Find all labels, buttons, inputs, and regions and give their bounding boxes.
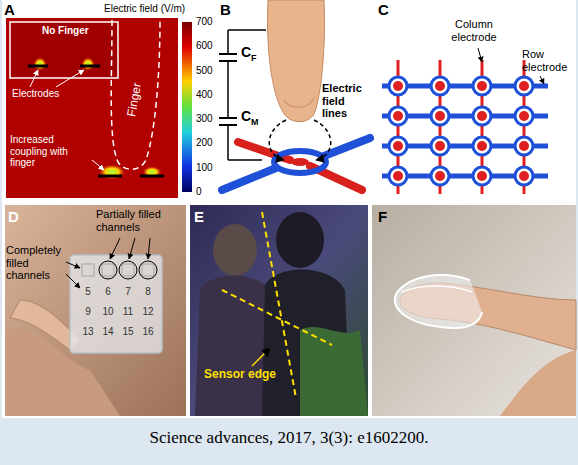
electrode-ring [431,137,449,155]
electrode-ring [431,77,449,95]
electrode-ring [431,167,449,185]
capacitor-subscript: M [251,117,259,127]
electrode-ring [473,107,491,125]
panel-letter: C [378,1,389,18]
electrode-dot [477,81,487,91]
edge-label: Sensor edge [204,368,276,382]
electrode-ring [389,167,407,185]
electrode-dot [519,171,529,181]
channel-number: 12 [140,306,156,318]
caption: Science advances, 2017, 3(3): e1602200. [0,428,578,448]
electrode-dot [393,111,403,121]
channel-number: 9 [80,306,96,318]
capacitor-subscript: F [251,53,257,63]
electrode-dot [519,81,529,91]
channel-number: 7 [120,286,136,298]
electrode-dot [477,111,487,121]
electrode-dot [393,171,403,181]
electrode-ring [515,77,533,95]
electrode-ring [389,137,407,155]
panel-letter: F [378,208,387,225]
tick-label: 200 [196,137,213,149]
panel-letter: E [194,208,204,225]
tick-label: 600 [196,40,213,52]
channel-number: 6 [100,286,116,298]
channel-number: 16 [140,326,156,338]
capacitor-symbol: C [241,108,251,124]
electrode-ring [515,167,533,185]
callout-label: Row electrode [522,48,576,73]
axis-title: Electric field (V/m) [104,3,185,15]
callout-label: Partially filled channels [96,208,180,233]
part-label: Increased coupling with finger [10,134,92,169]
electrode-ring [473,167,491,185]
electrode-dot [519,111,529,121]
callout-label: Electric field lines [322,82,372,120]
electrode-dot [435,111,445,121]
electrode-ring [389,77,407,95]
panel-letter: A [4,1,15,18]
electrode-dot [477,141,487,151]
electrode-ring [389,107,407,125]
tick-label: 700 [196,16,213,28]
tick-label: 500 [196,65,213,77]
callout-label: Completely filled channels [6,244,66,282]
panel-letter: B [220,1,231,18]
channel-number: 13 [80,326,96,338]
channel-number: 11 [120,306,136,318]
electrode-ring [473,137,491,155]
tick-label: 100 [196,162,213,174]
part-label: Electrodes [12,88,59,100]
electrode-dot [435,81,445,91]
tick-label: 300 [196,113,213,125]
electrode-dot [393,141,403,151]
channel-number: 10 [100,306,116,318]
channel-number: 15 [120,326,136,338]
electrode-dot [393,81,403,91]
electrode-dot [477,171,487,181]
electrode-dot [519,141,529,151]
electrode-ring [515,107,533,125]
channel-number: 14 [100,326,116,338]
tick-label: 400 [196,89,213,101]
tick-label: 0 [196,186,202,198]
capacitor-symbol: C [241,44,251,60]
inset-label: No Finger [42,25,89,37]
electrode-dot [435,171,445,181]
electrode-ring [431,107,449,125]
channel-number: 8 [140,286,156,298]
electrode-ring [515,137,533,155]
electrode-ring [473,77,491,95]
callout-label: Column electrode [436,18,512,43]
channel-number: 5 [80,286,96,298]
panel-letter: D [8,208,19,225]
electrode-dot [435,141,445,151]
